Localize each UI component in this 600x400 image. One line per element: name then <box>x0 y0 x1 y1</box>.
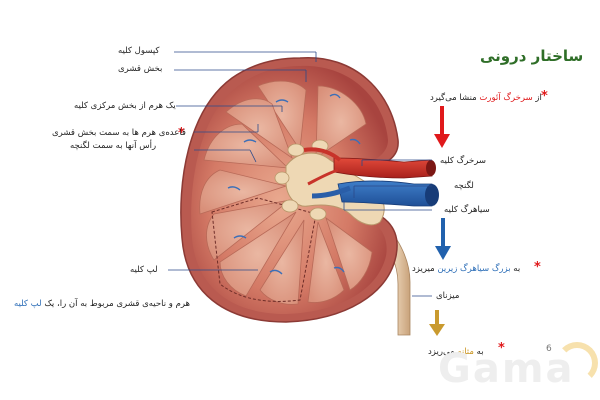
watermark-moon-icon <box>556 342 598 384</box>
label-renal-artery: سرخرگ کلیه <box>440 156 487 166</box>
cortical-vessels <box>227 93 361 275</box>
watermark-logo: Gama <box>438 346 575 392</box>
blue-down-arrow <box>435 218 451 260</box>
gold-down-arrow <box>429 310 445 336</box>
renal-artery <box>333 157 433 179</box>
vena-cava-term: بزرگ سیاهرگ زیرین <box>437 264 511 274</box>
label-lobe: لپ کلیه <box>130 265 158 275</box>
lobe-term: لپ کلیه <box>14 299 42 309</box>
slide-title: ساختار درونی <box>480 47 584 65</box>
label-bladder: به مثانه می‌ریزد <box>428 347 484 357</box>
page-number: 6 <box>546 344 552 354</box>
label-pyramid: یک هرم از بخش مرکزی کلیه <box>74 101 176 111</box>
renal-vein <box>337 180 433 207</box>
label-pyramid-base-2: رأس آنها به سمت لگنچه <box>70 141 157 151</box>
label-vein-destination: به بزرگ سیاهرگ زیرین میریزد <box>412 264 521 274</box>
asterisk-icon: * <box>534 260 541 275</box>
label-capsule: کپسول کلیه <box>118 46 160 56</box>
calyces <box>274 139 329 221</box>
label-renal-vein: سیاهرگ کلیه <box>444 205 490 215</box>
renal-pelvis <box>285 152 385 226</box>
renal-pyramids <box>199 80 373 305</box>
asterisk-icon: * <box>541 89 548 104</box>
asterisk-icon: * <box>498 341 505 356</box>
label-lobe-definition: هرم و ناحیه‌ی قشری مربوط به آن را، یک لپ… <box>14 299 191 309</box>
label-pyramid-base-1: قاعده‌ی هرم ها به سمت بخش قشری <box>52 128 186 138</box>
label-artery-origin: از سرخرگ آئورت منشا می‌گیرد <box>430 93 542 103</box>
label-cortex: بخش قشری <box>118 64 163 74</box>
bladder-term: مثانه <box>457 347 474 357</box>
label-pelvis: لگنچه <box>454 181 474 191</box>
label-ureter: میزنای <box>436 291 460 301</box>
asterisk-icon: * <box>178 126 185 141</box>
lobe-outline <box>211 197 317 302</box>
red-down-arrow <box>434 106 450 148</box>
leader-lines <box>168 51 432 297</box>
aorta-term: سرخرگ آئورت <box>479 93 533 103</box>
